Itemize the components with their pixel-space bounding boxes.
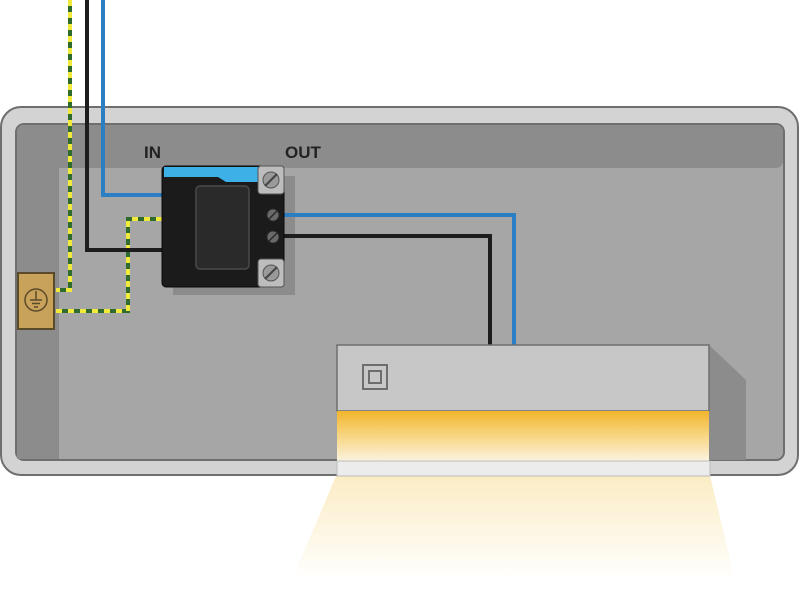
light-beam [292, 476, 735, 580]
earth-terminal [17, 272, 55, 330]
neutral-wire-in [101, 0, 162, 197]
live-wire-in [85, 0, 162, 252]
ground-symbol-icon [24, 288, 48, 312]
earth-wire-incoming-stripe [56, 0, 72, 292]
live-wire-out [284, 234, 492, 345]
label-out: OUT [285, 143, 322, 162]
led-profile [336, 344, 710, 412]
housing-top-shadow [17, 125, 783, 168]
earth-wire-to-driver-stripe [56, 217, 162, 313]
double-insulation-icon [362, 364, 388, 390]
output-terminal-screw-icon [266, 208, 280, 222]
diffuser-lens [336, 460, 711, 477]
led-driver [161, 165, 285, 288]
screw-icon [262, 171, 280, 189]
driver-label-strip [164, 167, 258, 182]
output-terminal-screw-icon [266, 230, 280, 244]
label-in: IN [144, 143, 161, 162]
profile-shadow [709, 345, 746, 460]
screw-icon [262, 264, 280, 282]
neutral-wire-out [284, 213, 516, 345]
led-glow [337, 411, 709, 461]
driver-window [195, 185, 250, 270]
